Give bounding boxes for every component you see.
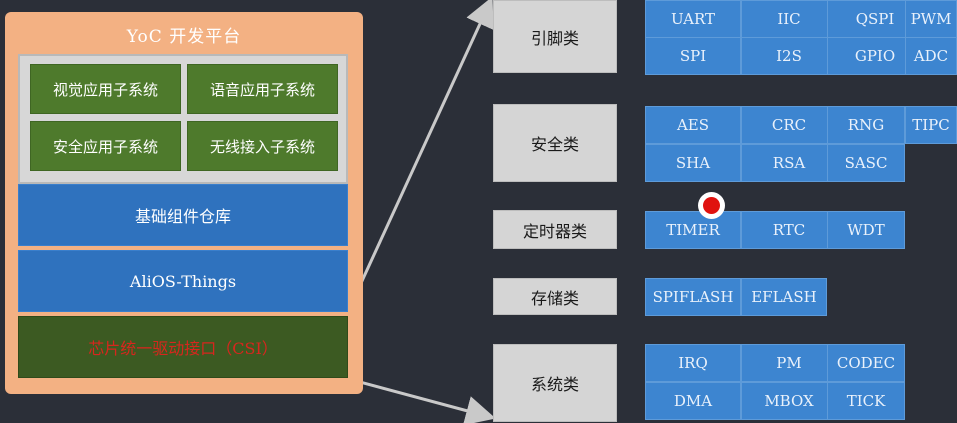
csi-layer: 芯片统一驱动接口（CSI） xyxy=(18,316,348,378)
category-timer: 定时器类 xyxy=(493,210,617,249)
peripheral-uart: UART xyxy=(645,0,741,38)
peripheral-tipc: TIPC xyxy=(905,106,957,144)
peripheral-sha: SHA xyxy=(645,144,741,182)
pointer-marker-icon xyxy=(698,192,725,219)
vision-subsystem: 视觉应用子系统 xyxy=(30,64,181,114)
peripheral-crc: CRC xyxy=(741,106,837,144)
category-security: 安全类 xyxy=(493,104,617,182)
peripheral-spiflash: SPIFLASH xyxy=(645,278,741,316)
peripheral-irq: IRQ xyxy=(645,344,741,382)
arrow-to-pin xyxy=(343,0,494,319)
peripheral-spi: SPI xyxy=(645,37,741,75)
peripheral-aes: AES xyxy=(645,106,741,144)
peripheral-adc: ADC xyxy=(905,37,957,75)
category-system: 系统类 xyxy=(493,344,617,422)
component-repo-layer: 基础组件仓库 xyxy=(18,184,348,246)
peripheral-dma: DMA xyxy=(645,382,741,420)
security-subsystem: 安全应用子系统 xyxy=(30,121,181,171)
peripheral-pm: PM xyxy=(741,344,837,382)
peripheral-rsa: RSA xyxy=(741,144,837,182)
peripheral-mbox: MBOX xyxy=(741,382,837,420)
arrow-to-system xyxy=(344,376,496,423)
peripheral-codec: CODEC xyxy=(827,344,905,382)
application-subsystems: 视觉应用子系统 语音应用子系统 安全应用子系统 无线接入子系统 xyxy=(18,54,348,184)
peripheral-timer: TIMER xyxy=(645,211,741,249)
platform-title: YoC 开发平台 xyxy=(126,27,242,47)
peripheral-iic: IIC xyxy=(741,0,837,38)
peripheral-rtc: RTC xyxy=(741,211,837,249)
category-storage: 存储类 xyxy=(493,278,617,315)
peripheral-wdt: WDT xyxy=(827,211,905,249)
peripheral-sasc: SASC xyxy=(827,144,905,182)
peripheral-eflash: EFLASH xyxy=(741,278,827,316)
peripheral-rng: RNG xyxy=(827,106,905,144)
wireless-subsystem: 无线接入子系统 xyxy=(187,121,338,171)
peripheral-tick: TICK xyxy=(827,382,905,420)
voice-subsystem: 语音应用子系统 xyxy=(187,64,338,114)
peripheral-pwm: PWM xyxy=(905,0,957,38)
yoc-platform-panel: YoC 开发平台 视觉应用子系统 语音应用子系统 安全应用子系统 无线接入子系统… xyxy=(5,12,363,394)
category-pin: 引脚类 xyxy=(493,0,617,73)
os-layer: AliOS-Things xyxy=(18,250,348,312)
peripheral-i2s: I2S xyxy=(741,37,837,75)
